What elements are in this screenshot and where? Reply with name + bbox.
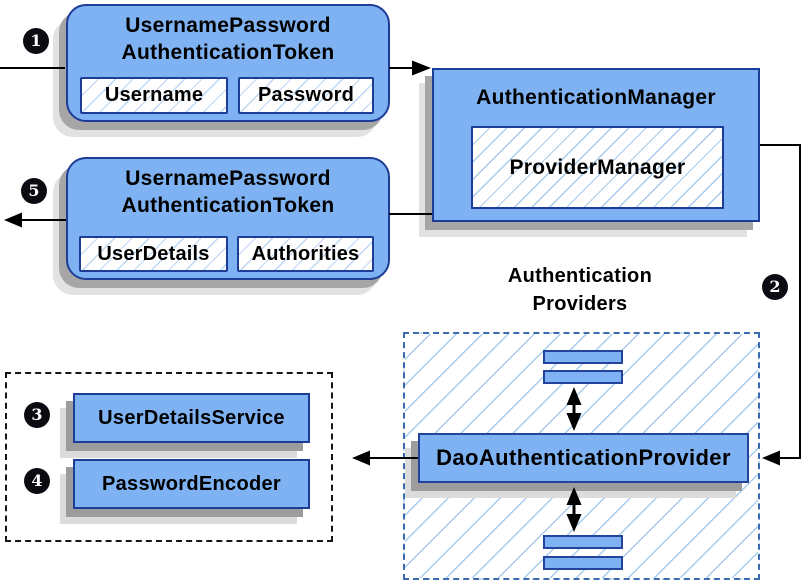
node-password-encoder: PasswordEncoder (73, 459, 310, 509)
node-title-line2: AuthenticationToken (121, 194, 335, 217)
node-title-line1: UsernamePassword (125, 14, 331, 37)
services-group-container (5, 372, 333, 542)
node-provider-manager: ProviderManager (471, 126, 724, 209)
providers-label-line2: Providers (532, 293, 628, 315)
arrowhead-into-manager (412, 60, 431, 76)
step-badge-1: 1 (23, 28, 49, 54)
node-username-password-authentication-token-request: UsernamePassword AuthenticationToken Use… (66, 4, 390, 122)
provider-placeholder-bar (543, 370, 623, 384)
field-authorities: Authorities (237, 236, 374, 272)
node-title: UsernamePassword AuthenticationToken (68, 6, 388, 66)
node-title: UsernamePassword AuthenticationToken (68, 159, 388, 219)
step-badge-3: 3 (24, 402, 50, 428)
providers-label-line1: Authentication (507, 265, 653, 287)
provider-placeholder-bar (543, 535, 623, 549)
field-password: Password (238, 77, 374, 114)
provider-placeholder-bar (543, 556, 623, 570)
step-badge-5: 5 (21, 178, 47, 204)
provider-placeholder-bar (543, 350, 623, 364)
step-badge-4: 4 (24, 468, 50, 494)
node-title: AuthenticationManager (476, 86, 716, 109)
node-authentication-manager: AuthenticationManager ProviderManager (432, 68, 760, 222)
node-title-line1: UsernamePassword (125, 167, 331, 190)
node-dao-authentication-provider: DaoAuthenticationProvider (418, 433, 749, 483)
authentication-providers-label: Authentication Providers (470, 262, 690, 318)
node-title-line2: AuthenticationToken (121, 41, 335, 64)
arrowhead-into-dao-provider (762, 450, 780, 466)
arrowhead-token-out-left (4, 212, 22, 228)
edge-manager-to-provider (760, 144, 801, 459)
node-user-details-service: UserDetailsService (73, 393, 310, 443)
arrowhead-into-services-group (352, 450, 370, 466)
step-badge-2: 2 (762, 274, 788, 300)
field-user-details: UserDetails (79, 236, 228, 272)
node-username-password-authentication-token-response: UsernamePassword AuthenticationToken Use… (66, 157, 390, 280)
field-username: Username (80, 77, 228, 114)
